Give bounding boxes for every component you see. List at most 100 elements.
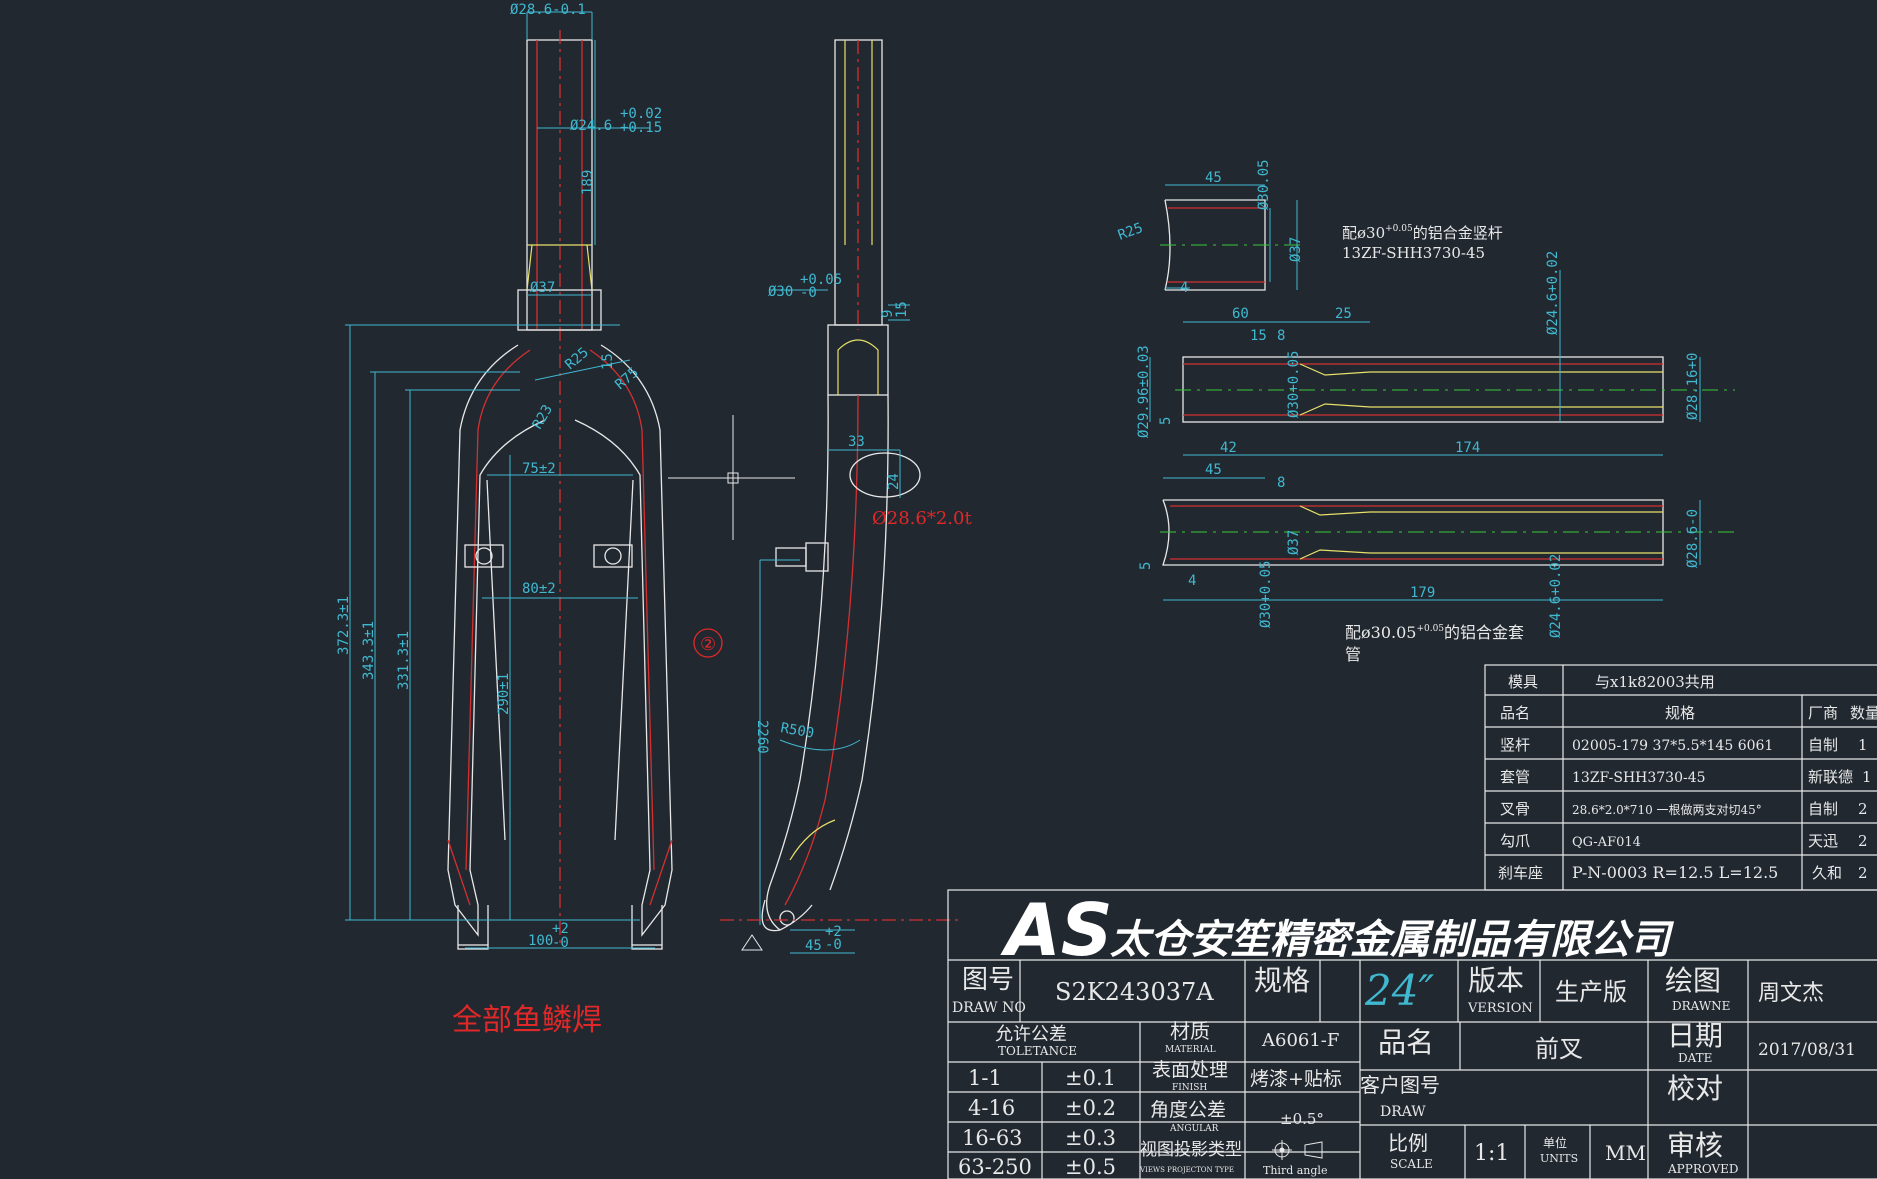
svg-text:比例: 比例 (1388, 1131, 1428, 1155)
tolerance-row: 63-250 ±0.5 (958, 1155, 1116, 1179)
note-crown-part: 13ZF-SHH3730-45 (1342, 244, 1485, 262)
svg-text:Ø28.6-0: Ø28.6-0 (1685, 509, 1701, 568)
dim-372: 372.3±1 (336, 596, 352, 655)
svg-text:QG-AF014: QG-AF014 (1572, 835, 1641, 850)
brake-boss-left (464, 544, 504, 568)
svg-text:+2: +2 (552, 921, 569, 937)
svg-text:规格: 规格 (1254, 964, 1310, 997)
svg-text:+0.02: +0.02 (620, 106, 662, 122)
svg-text:28.6*2.0*710 一根做两支对切45°: 28.6*2.0*710 一根做两支对切45° (1572, 802, 1762, 817)
note-crown-material: 配ø30+0.05的铝合金竖杆 (1342, 224, 1503, 242)
front-view: Ø28.6-0.1 Ø24.6 +0.02 +0.15 189 Ø37 R23 … (336, 2, 795, 1038)
svg-text:天迅: 天迅 (1808, 832, 1838, 850)
dim-r75: R75 (612, 365, 642, 394)
svg-text:60: 60 (1232, 306, 1249, 322)
svg-text:竖杆: 竖杆 (1500, 736, 1530, 754)
svg-text:绘图: 绘图 (1665, 964, 1721, 997)
svg-text:P-N-0003 R=12.5 L=12.5: P-N-0003 R=12.5 L=12.5 (1572, 863, 1778, 882)
table-row[interactable]: 叉骨 28.6*2.0*710 一根做两支对切45° 自制 2 (1500, 800, 1868, 818)
svg-text:4: 4 (1188, 573, 1196, 589)
svg-text:±0.2: ±0.2 (1065, 1096, 1116, 1120)
svg-text:久和: 久和 (1812, 864, 1842, 882)
svg-text:TOLETANCE: TOLETANCE (998, 1044, 1077, 1058)
svg-text:SCALE: SCALE (1390, 1157, 1433, 1171)
drawing-number: S2K243037A (1055, 978, 1214, 1006)
svg-text:1-1: 1-1 (968, 1066, 1002, 1090)
svg-text:2: 2 (1858, 800, 1868, 818)
tolerance-row: 1-1 ±0.1 (968, 1066, 1116, 1090)
svg-text:Ø30+0.05: Ø30+0.05 (1286, 351, 1302, 418)
svg-text:UNITS: UNITS (1540, 1152, 1578, 1165)
spec-value: 24″ (1364, 966, 1434, 1015)
material-value: A6061-F (1261, 1030, 1339, 1051)
view-marker-number: ② (700, 634, 716, 655)
svg-text:品名: 品名 (1378, 1026, 1434, 1059)
svg-text:规格: 规格 (1665, 704, 1695, 722)
svg-text:Ø37: Ø37 (1286, 530, 1302, 555)
dim-side-33: 33 (848, 434, 865, 450)
dim-2260: 2260 (754, 720, 770, 754)
version-value: 生产版 (1555, 978, 1627, 1006)
table-row[interactable]: 竖杆 02005-179 37*5.5*145 6061 自制 1 (1500, 736, 1868, 754)
third-angle-projection-icon (1272, 1140, 1323, 1160)
svg-text:日期: 日期 (1667, 1019, 1723, 1052)
table-row[interactable]: 勾爪 QG-AF014 天迅 2 (1500, 832, 1868, 850)
table-row[interactable]: 套管 13ZF-SHH3730-45 新联德 1 (1500, 768, 1872, 786)
scale-value: 1:1 (1474, 1141, 1509, 1166)
svg-text:品名: 品名 (1500, 704, 1530, 722)
svg-text:数量: 数量 (1850, 704, 1877, 722)
svg-text:15: 15 (1250, 328, 1267, 344)
svg-text:DRAW NO: DRAW NO (952, 1000, 1026, 1016)
unit-value: MM (1605, 1141, 1646, 1165)
dim-steerer-od: Ø28.6-0.1 (510, 2, 586, 18)
svg-text:勾爪: 勾爪 (1500, 832, 1530, 850)
svg-text:-0: -0 (825, 937, 842, 953)
svg-text:8: 8 (1277, 328, 1285, 344)
svg-text:42: 42 (1220, 440, 1237, 456)
tolerance-row: 4-16 ±0.2 (968, 1096, 1116, 1120)
svg-text:新联德: 新联德 (1808, 768, 1853, 786)
dim-75: 75±2 (522, 461, 556, 477)
svg-text:MATERIAL: MATERIAL (1165, 1045, 1216, 1055)
dim-189: 189 (580, 170, 596, 195)
weld-note: 全部鱼鳞焊 (452, 1003, 602, 1038)
table-row[interactable]: 刹车座 P-N-0003 R=12.5 L=12.5 久和 2 (1498, 863, 1868, 882)
title-block[interactable]: AS 太仓安笙精密金属制品有限公司 图号 DRAW NO S2K243037A … (947, 888, 1877, 1179)
dim-r23: R23 (530, 402, 557, 432)
svg-text:Ø30+0.05: Ø30+0.05 (1258, 561, 1274, 628)
dim-15: 15 (600, 353, 616, 370)
tolerance-row: 16-63 ±0.3 (962, 1126, 1116, 1150)
dim-290: 290±1 (496, 673, 512, 715)
dim-80: 80±2 (522, 581, 556, 597)
svg-text:套管: 套管 (1500, 768, 1530, 786)
svg-text:校对: 校对 (1667, 1072, 1723, 1105)
svg-text:±0.5: ±0.5 (1065, 1155, 1116, 1179)
svg-text:174: 174 (1455, 440, 1480, 456)
svg-text:图号: 图号 (962, 965, 1014, 995)
svg-text:管: 管 (1345, 645, 1361, 664)
svg-text:Ø30.05: Ø30.05 (1256, 159, 1272, 210)
svg-text:2: 2 (1858, 864, 1868, 882)
dim-r500: R500 (779, 720, 815, 742)
svg-text:Third angle: Third angle (1263, 1164, 1327, 1177)
side-view: Ø30 +0.05 -0 9 15 33 24 Ø28.6*2.0t 2260 … (693, 39, 972, 954)
svg-text:179: 179 (1410, 585, 1435, 601)
svg-text:2: 2 (1858, 832, 1868, 850)
svg-text:厂商: 厂商 (1808, 704, 1838, 722)
company-logo: AS (1000, 888, 1113, 972)
svg-text:25: 25 (1335, 306, 1352, 322)
dim-100: 100 (528, 933, 553, 949)
dim-343: 343.3±1 (361, 621, 377, 680)
detail-crown-tube: 45 R25 4 Ø37 Ø30.05 配ø30+0.05的铝合金竖杆 13ZF… (1116, 159, 1503, 296)
bom-table[interactable]: 模具 与x1k82003共用 品名 规格 厂商 数量 竖杆 02005-179 … (1484, 664, 1877, 891)
svg-text:ANGULAR: ANGULAR (1169, 1124, 1219, 1134)
view-marker-icon (693, 628, 723, 658)
svg-text:视图投影类型: 视图投影类型 (1140, 1140, 1242, 1160)
dim-331: 331.3±1 (396, 631, 412, 690)
detail-sleeve: 45 8 5 4 Ø37 Ø28.6-0 Ø30+0.05 Ø24.6+0.02… (1138, 462, 1735, 664)
svg-text:-0: -0 (552, 935, 569, 951)
svg-text:允许公差: 允许公差 (995, 1024, 1067, 1045)
svg-text:与x1k82003共用: 与x1k82003共用 (1595, 673, 1715, 691)
svg-text:VERSION: VERSION (1467, 1001, 1533, 1016)
